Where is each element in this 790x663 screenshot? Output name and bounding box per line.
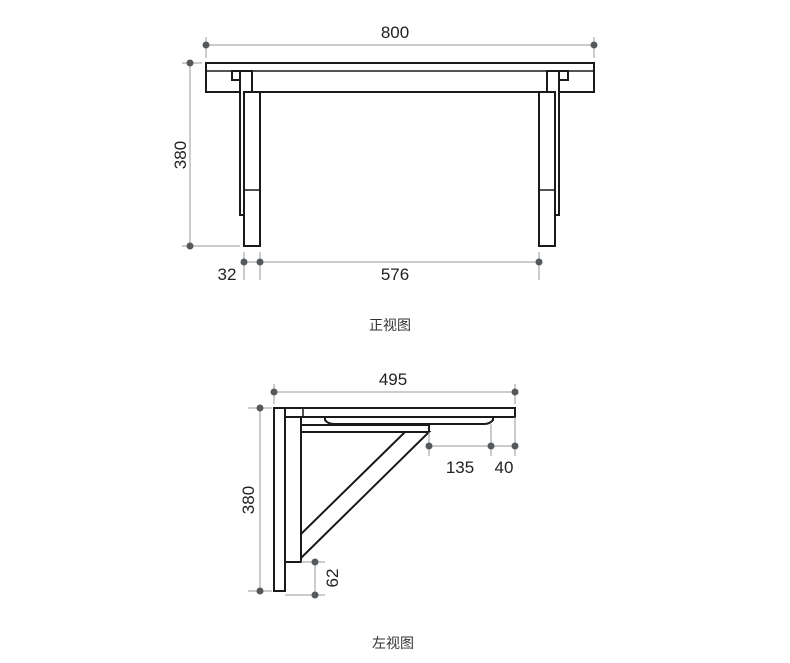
dimension-width: 800 <box>202 23 598 58</box>
front-view: 800 380 32 576 正视图 <box>171 23 598 334</box>
dimension-leg-spacing-label: 576 <box>381 265 409 284</box>
dimension-side-height: 380 <box>239 404 272 595</box>
dimension-height-label: 380 <box>171 141 190 169</box>
dimension-depth-label: 495 <box>379 370 407 389</box>
dimension-bracket-offset: 135 40 <box>425 417 519 477</box>
side-diagonal-brace <box>300 431 432 561</box>
dimension-height: 380 <box>171 59 240 250</box>
side-view-caption: 左视图 <box>372 636 414 652</box>
dimension-width-label: 800 <box>381 23 409 42</box>
front-right-leg <box>538 91 556 247</box>
dimension-leg-spacing: 32 576 <box>218 252 543 284</box>
side-tabletop <box>273 407 516 418</box>
dimension-foot-height-label: 62 <box>323 569 342 588</box>
side-bracket-arm <box>300 424 430 433</box>
dimension-edge-overhang-label: 40 <box>495 458 514 477</box>
dimension-leg-width-label: 32 <box>218 265 237 284</box>
side-inner-upright <box>284 416 302 563</box>
dimension-side-height-label: 380 <box>239 486 258 514</box>
front-tabletop <box>205 62 595 93</box>
side-drawer-tray <box>324 416 494 425</box>
dimension-bracket-offset-label: 135 <box>446 458 474 477</box>
side-view: 495 380 135 40 <box>239 370 519 652</box>
side-wall-upright <box>273 407 286 592</box>
front-left-leg <box>243 91 261 247</box>
dimension-depth: 495 <box>270 370 519 404</box>
dimension-foot-height: 62 <box>285 558 342 599</box>
front-view-caption: 正视图 <box>369 318 411 334</box>
